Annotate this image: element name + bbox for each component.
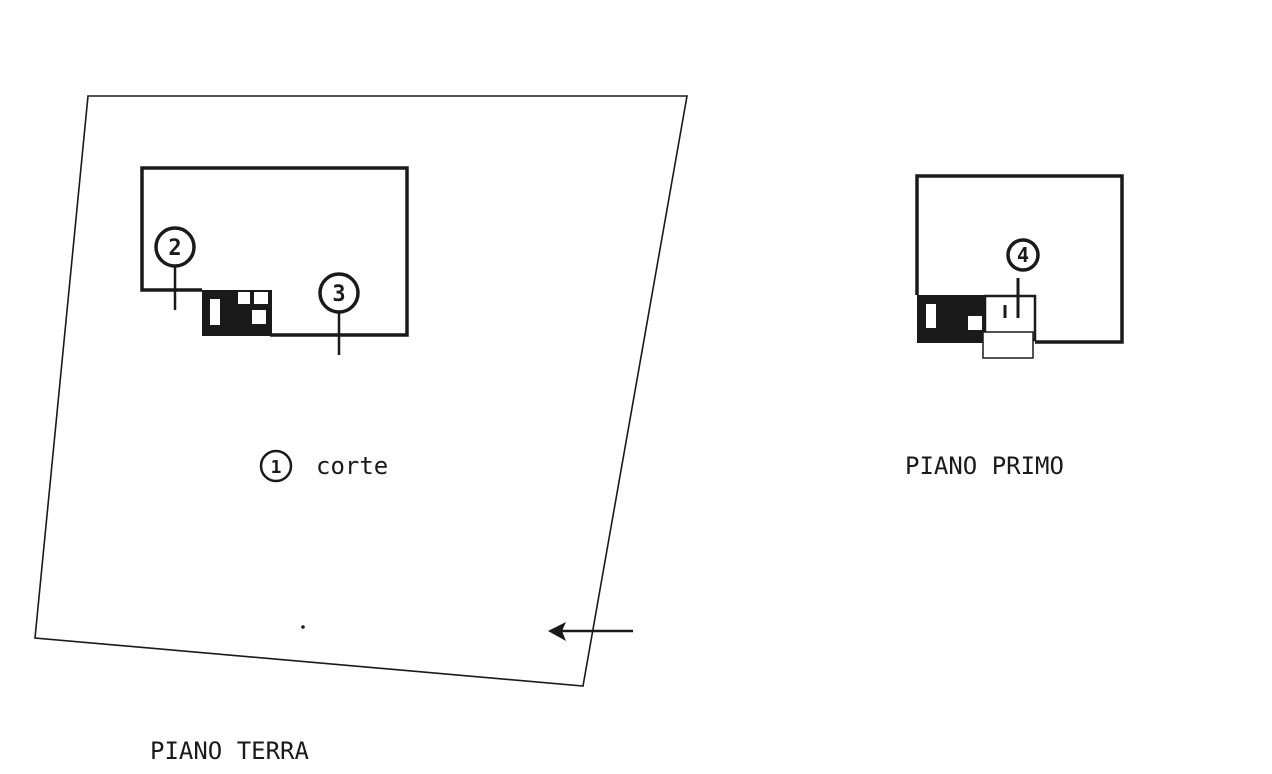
courtyard-label: corte — [316, 452, 388, 480]
marker-4-circle — [1006, 238, 1040, 272]
marker-1-label: 1 — [271, 457, 282, 478]
marker-2-label: 2 — [168, 236, 181, 261]
marker-1-circle — [259, 449, 293, 483]
first-floor-title: PIANO PRIMO — [905, 452, 1064, 480]
marker-4-label: 4 — [1017, 243, 1029, 267]
first-floor-building — [915, 174, 1124, 344]
marker-3-label: 3 — [332, 282, 345, 307]
courtyard-boundary — [34, 95, 688, 687]
ground-floor-title: PIANO TERRA — [150, 737, 309, 765]
ground-floor-building — [140, 166, 409, 337]
